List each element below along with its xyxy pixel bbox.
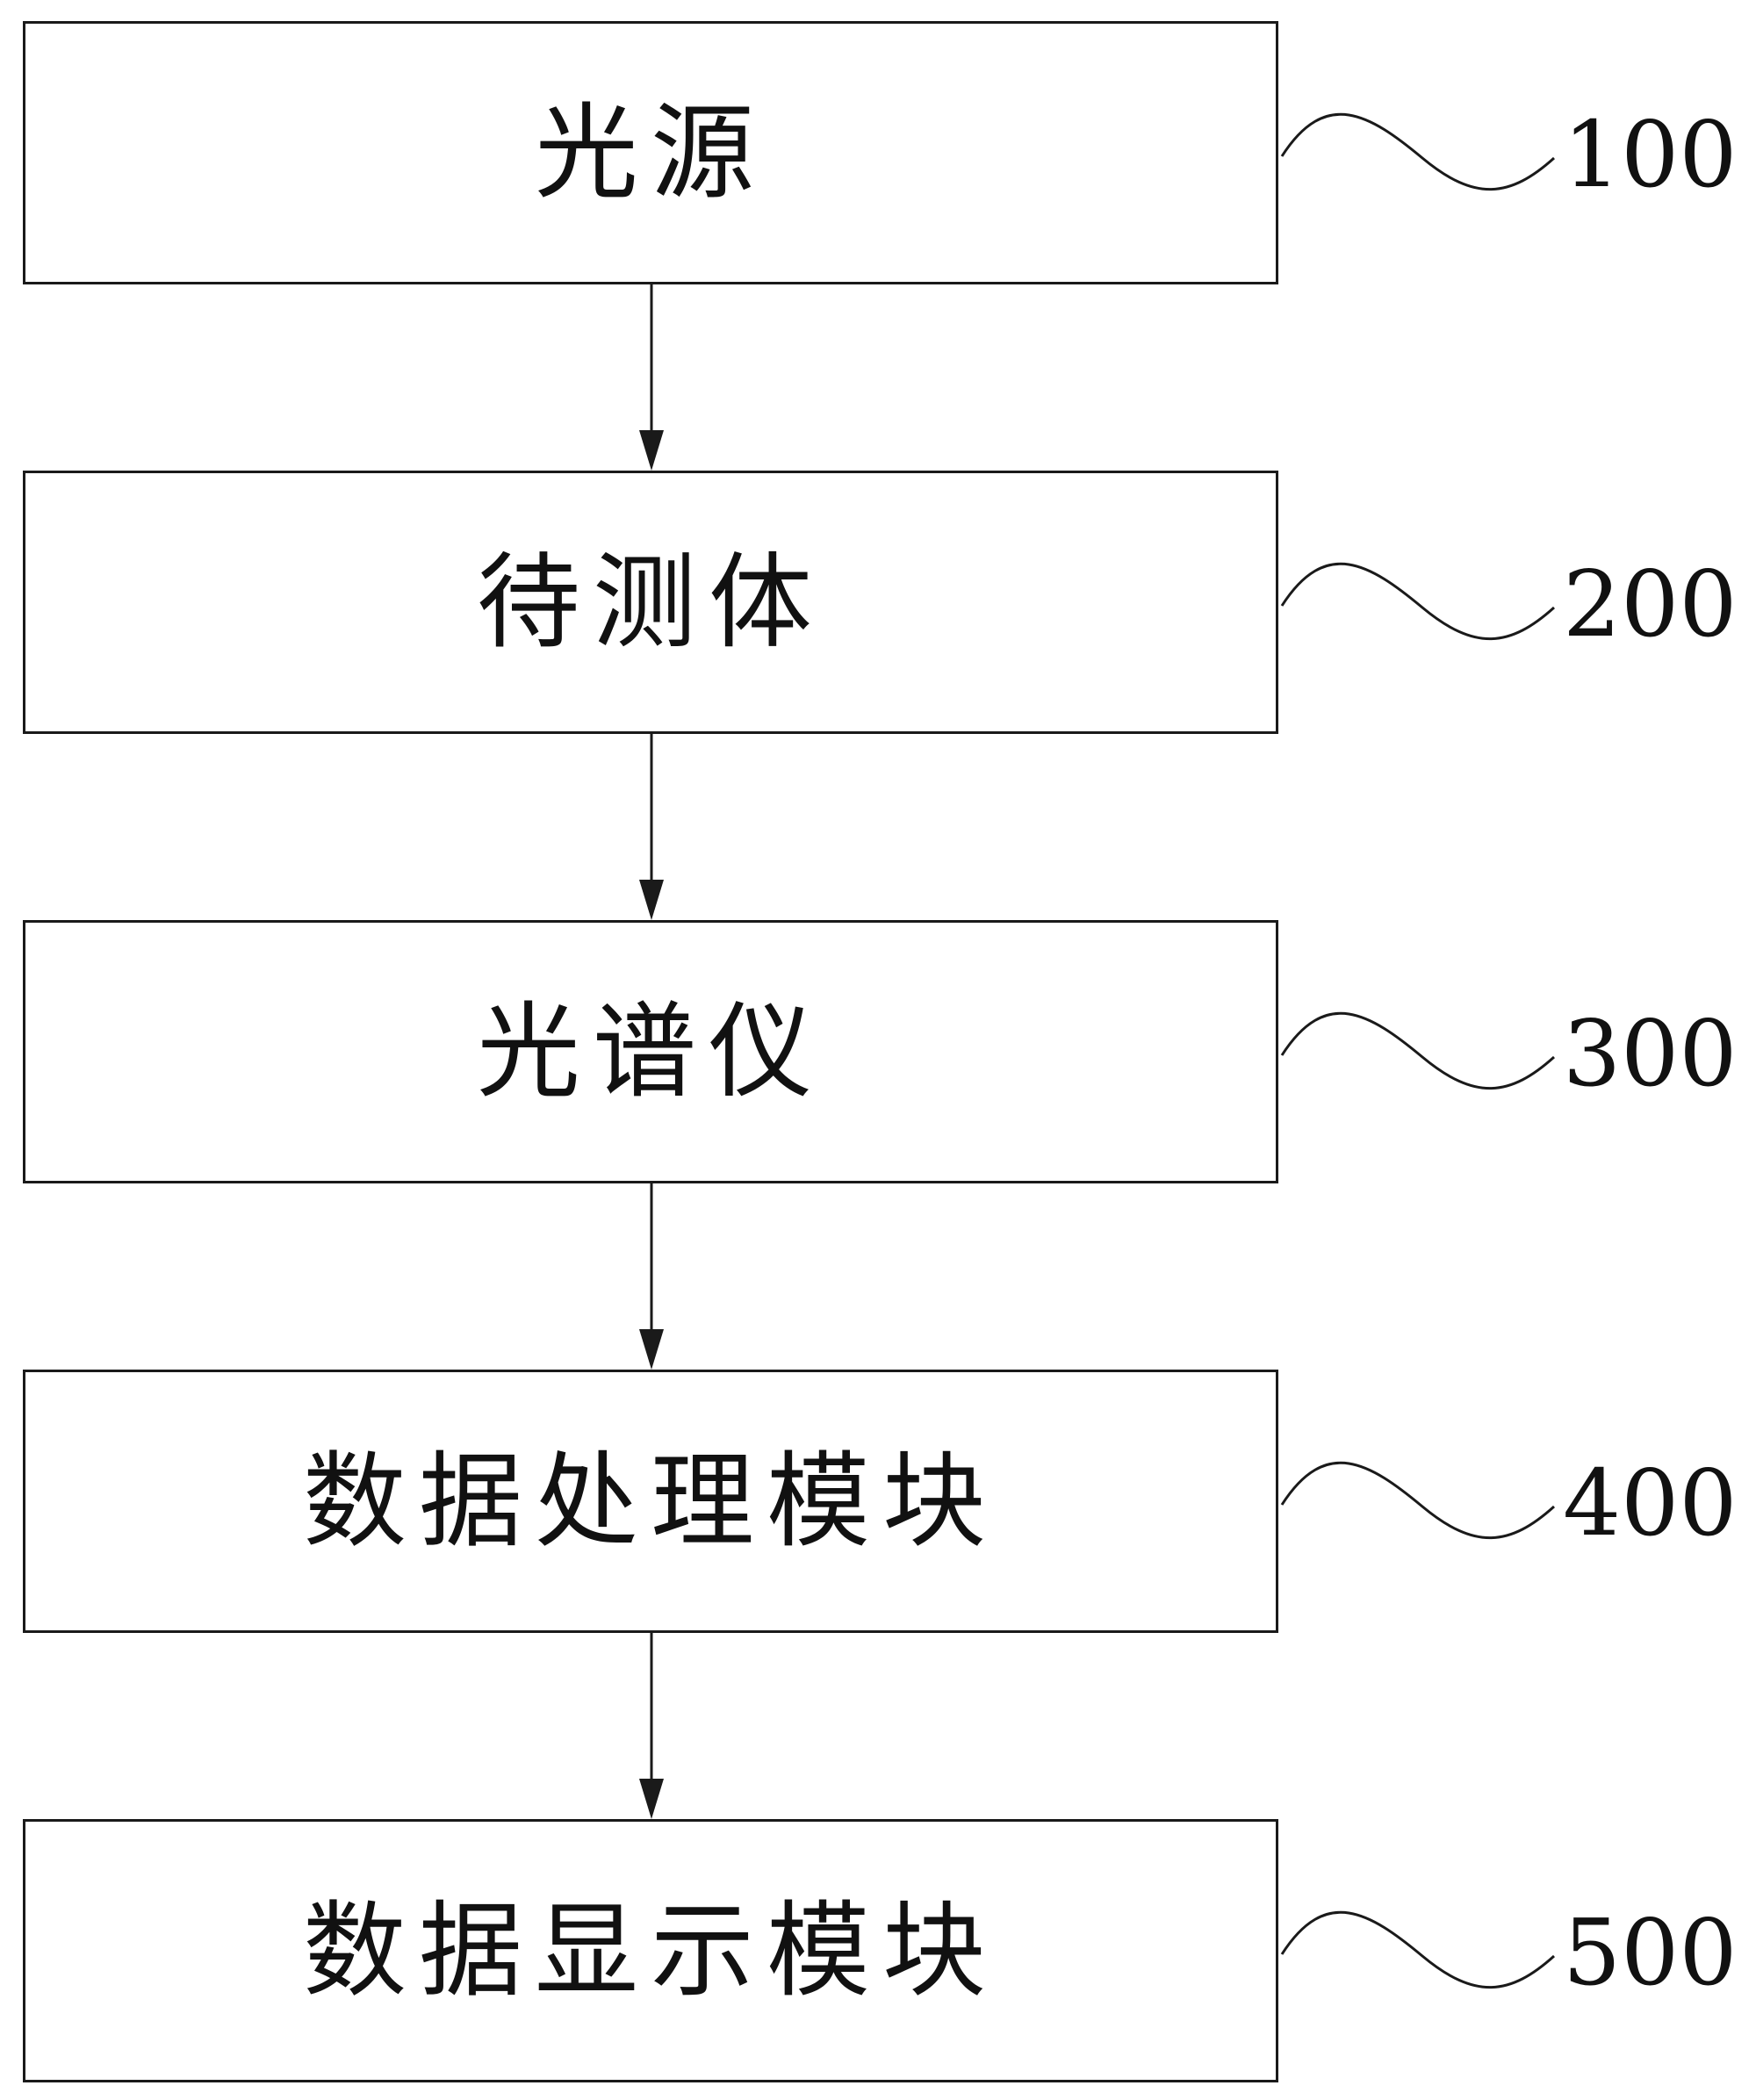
arrow-2-to-3 xyxy=(639,734,664,920)
arrow-4-to-5 xyxy=(639,1633,664,1819)
leader-line-500 xyxy=(1280,1910,1556,1989)
block-label: 数据处理模块 xyxy=(302,1441,998,1562)
reference-numeral-200: 200 xyxy=(1563,550,1738,658)
block-sample: 待测体 xyxy=(23,471,1278,734)
leader-line-200 xyxy=(1280,562,1556,641)
block-label: 光谱仪 xyxy=(476,991,824,1112)
arrow-1-to-2 xyxy=(639,284,664,471)
reference-numeral-300: 300 xyxy=(1563,1000,1738,1107)
reference-numeral-100: 100 xyxy=(1563,101,1738,208)
block-data-processing-module: 数据处理模块 xyxy=(23,1370,1278,1633)
block-label: 数据显示模块 xyxy=(302,1890,998,2011)
block-light-source: 光源 xyxy=(23,21,1278,284)
arrow-3-to-4 xyxy=(639,1183,664,1370)
block-spectrometer: 光谱仪 xyxy=(23,920,1278,1183)
block-label: 待测体 xyxy=(476,542,824,663)
reference-numeral-500: 500 xyxy=(1563,1899,1738,2006)
leader-line-400 xyxy=(1280,1461,1556,1540)
leader-line-100 xyxy=(1280,112,1556,191)
reference-numeral-400: 400 xyxy=(1563,1449,1738,1557)
leader-line-300 xyxy=(1280,1011,1556,1090)
block-data-display-module: 数据显示模块 xyxy=(23,1819,1278,2082)
block-label: 光源 xyxy=(534,92,766,213)
